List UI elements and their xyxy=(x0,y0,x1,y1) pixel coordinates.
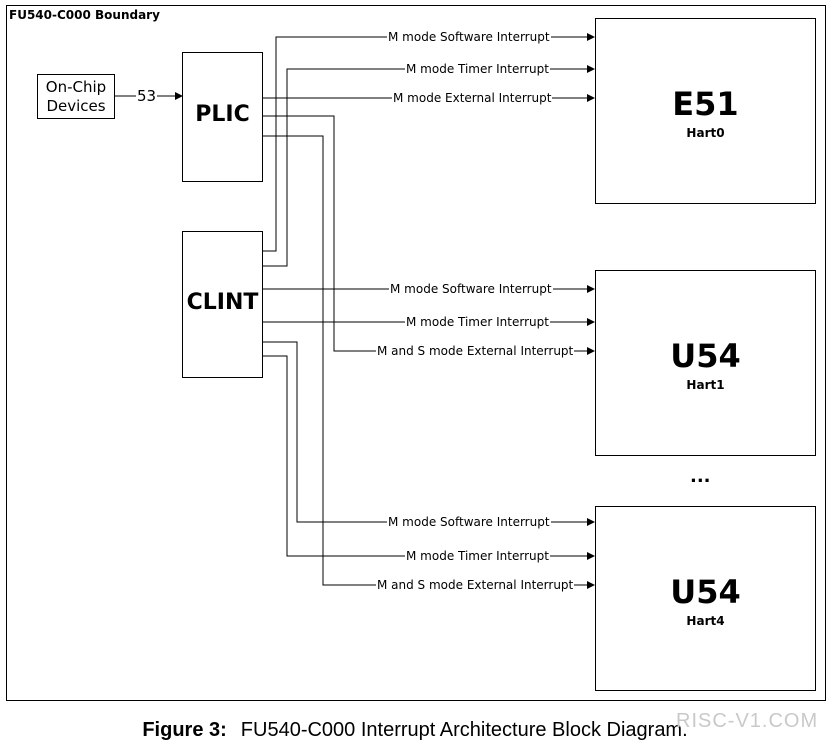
more-harts-ellipsis: ... xyxy=(690,466,711,487)
figure-caption: Figure 3: FU540-C000 Interrupt Architectu… xyxy=(0,719,830,742)
hart1-core-label: U54 xyxy=(670,337,741,375)
figure-number: Figure 3: xyxy=(142,719,227,741)
hart0-core-label: E51 xyxy=(672,85,739,123)
hart1-block: U54 Hart1 xyxy=(595,270,816,456)
plic-label: PLIC xyxy=(195,102,250,127)
clint-sw-hart4-wire xyxy=(263,341,595,526)
hart0-timer-label: M mode Timer Interrupt xyxy=(405,62,550,76)
hart0-ext-label: M mode External Interrupt xyxy=(392,91,553,105)
plic-block: PLIC xyxy=(182,52,263,182)
fu540-boundary xyxy=(6,5,826,701)
hart1-timer-label: M mode Timer Interrupt xyxy=(405,315,550,329)
hart0-sw-label: M mode Software Interrupt xyxy=(387,30,551,44)
hart4-timer-label: M mode Timer Interrupt xyxy=(405,549,550,563)
watermark: RISC-V1.COM xyxy=(676,710,819,732)
hart4-block: U54 Hart4 xyxy=(595,506,816,691)
hart4-ext-label: M and S mode External Interrupt xyxy=(376,578,575,592)
hart0-id-label: Hart0 xyxy=(686,126,725,140)
hart1-id-label: Hart1 xyxy=(686,378,725,392)
hart4-core-label: U54 xyxy=(670,573,741,611)
figure-title: FU540-C000 Interrupt Architecture Block … xyxy=(240,719,688,741)
boundary-label: FU540-C000 Boundary xyxy=(9,8,160,22)
hart4-id-label: Hart4 xyxy=(686,614,725,628)
hart1-sw-label: M mode Software Interrupt xyxy=(389,282,553,296)
onchip-devices-box: On-Chip Devices xyxy=(37,74,115,119)
onchip-line1: On-Chip xyxy=(45,77,107,96)
hart0-block: E51 Hart0 xyxy=(595,18,816,204)
clint-label: CLINT xyxy=(186,290,259,315)
hart4-sw-label: M mode Software Interrupt xyxy=(387,515,551,529)
clint-block: CLINT xyxy=(182,231,263,378)
hart1-ext-label: M and S mode External Interrupt xyxy=(376,344,575,358)
onchip-line2: Devices xyxy=(46,96,106,115)
bus-width-label: 53 xyxy=(136,87,158,105)
